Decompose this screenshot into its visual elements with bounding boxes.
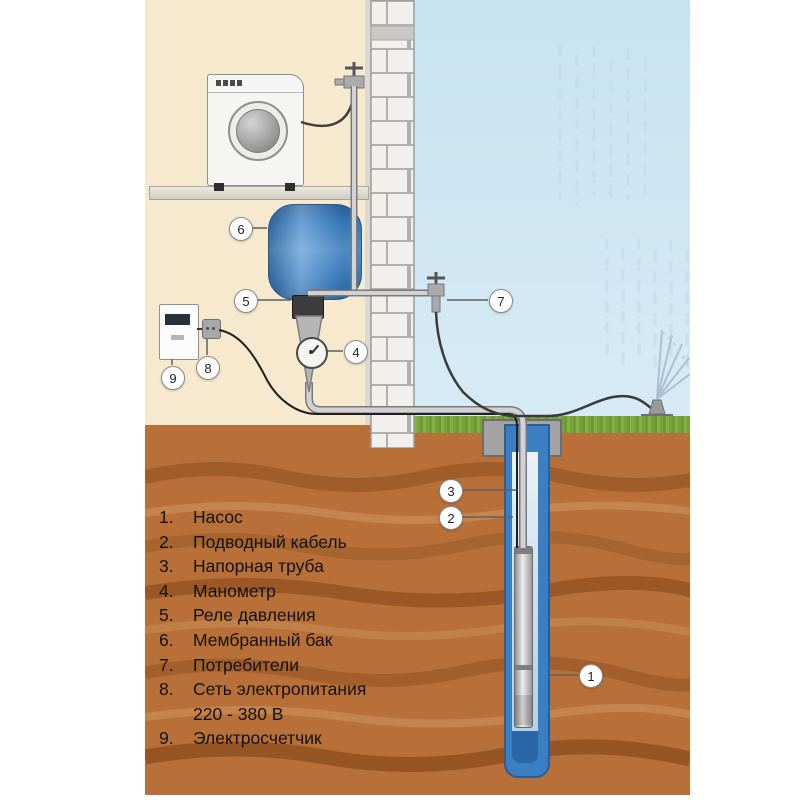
- legend-label: Манометр: [193, 580, 276, 601]
- pressure-relay: [292, 295, 324, 319]
- legend-item: 2. Подводный кабель: [159, 530, 489, 555]
- legend-item: 5. Реле давления: [159, 603, 489, 628]
- legend-item: 4. Манометр: [159, 579, 489, 604]
- legend-number: 5.: [159, 605, 174, 626]
- outdoor-tap-icon: [427, 272, 445, 313]
- legend-number: 6.: [159, 629, 174, 650]
- ground: [145, 425, 690, 795]
- washer-panel-divider: [208, 92, 303, 93]
- meter-display: [165, 314, 190, 325]
- washer-button-icon: [216, 80, 221, 86]
- callout-4: 4: [344, 340, 368, 364]
- callout-6: 6: [229, 217, 253, 241]
- legend-label: Подводный кабель: [193, 531, 347, 552]
- legend-label: Сеть электропитания: [193, 679, 367, 700]
- legend-number: 4.: [159, 580, 174, 601]
- legend-label: Мембранный бак: [193, 629, 333, 650]
- legend-item: 1. Насос: [159, 505, 489, 530]
- meter-dial: [171, 335, 184, 340]
- legend-item: 220 - 380 В: [159, 702, 489, 727]
- legend-number: [159, 702, 193, 727]
- power-plug: [202, 319, 221, 339]
- washer-door-glass: [236, 109, 280, 153]
- legend-number: 2.: [159, 531, 174, 552]
- legend-number: 3.: [159, 556, 174, 577]
- legend-item: 9. Электросчетчик: [159, 726, 489, 751]
- water-pipes: [305, 86, 527, 548]
- legend-item: 6. Мембранный бак: [159, 628, 489, 653]
- garden-sprinkler-icon: [641, 329, 690, 416]
- callout-5: 5: [234, 289, 258, 313]
- washer-button-icon: [230, 80, 235, 86]
- legend-label: Напорная труба: [193, 556, 324, 577]
- spray-streaks: [558, 45, 689, 368]
- pump-band: [515, 665, 532, 670]
- legend-label: Реле давления: [193, 605, 316, 626]
- callout-7: 7: [489, 289, 513, 313]
- callout-8: 8: [196, 356, 220, 380]
- pressure-gauge: [296, 337, 328, 369]
- washer-hose: [300, 97, 355, 128]
- gauge-center: [309, 350, 313, 354]
- legend-label: Потребители: [193, 654, 299, 675]
- callout-1: 1: [579, 664, 603, 688]
- water-supply-diagram: 1 2 3 4 5 6 7 8 9 1. Насос 2. Подводный …: [145, 0, 690, 795]
- well-water: [512, 731, 538, 763]
- legend-label: Насос: [193, 507, 243, 527]
- callout-2: 2: [439, 506, 463, 530]
- legend-number: 8.: [159, 679, 174, 700]
- wall-shadow: [365, 0, 371, 425]
- washer-button-icon: [237, 80, 242, 86]
- electric-meter: [159, 304, 199, 360]
- legend-item: 8. Сеть электропитания: [159, 677, 489, 702]
- diagram-lines: [171, 45, 690, 676]
- shelf: [149, 186, 369, 200]
- well-pump: [514, 546, 533, 728]
- washer-button-icon: [223, 80, 228, 86]
- washer-foot: [214, 183, 224, 191]
- washing-machine: [207, 74, 304, 191]
- legend-item: 7. Потребители: [159, 653, 489, 678]
- legend-number: 7.: [159, 654, 174, 675]
- callout-9: 9: [161, 366, 185, 390]
- legend-number: 9.: [159, 728, 174, 749]
- power-cable: [218, 329, 518, 548]
- legend-item: 3. Напорная труба: [159, 554, 489, 579]
- washer-door-icon: [228, 101, 288, 161]
- callout-leader-lines: [171, 227, 578, 676]
- plug-prong: [212, 327, 215, 330]
- legend: 1. Насос 2. Подводный кабель 3. Напорная…: [159, 505, 489, 751]
- legend-number: 1.: [159, 507, 174, 527]
- faucet-top-icon: [334, 62, 365, 89]
- soil-layers: [145, 462, 690, 772]
- pump-motor: [515, 695, 532, 725]
- garden-hose: [434, 311, 653, 418]
- washer-foot: [285, 183, 295, 191]
- wall-beam: [370, 25, 415, 41]
- legend-label: 220 - 380 В: [193, 703, 284, 724]
- callout-3: 3: [439, 479, 463, 503]
- legend-label: Электросчетчик: [193, 728, 322, 749]
- plug-prong: [206, 327, 209, 330]
- brick-wall: [365, 0, 415, 448]
- pump-cap: [515, 547, 532, 554]
